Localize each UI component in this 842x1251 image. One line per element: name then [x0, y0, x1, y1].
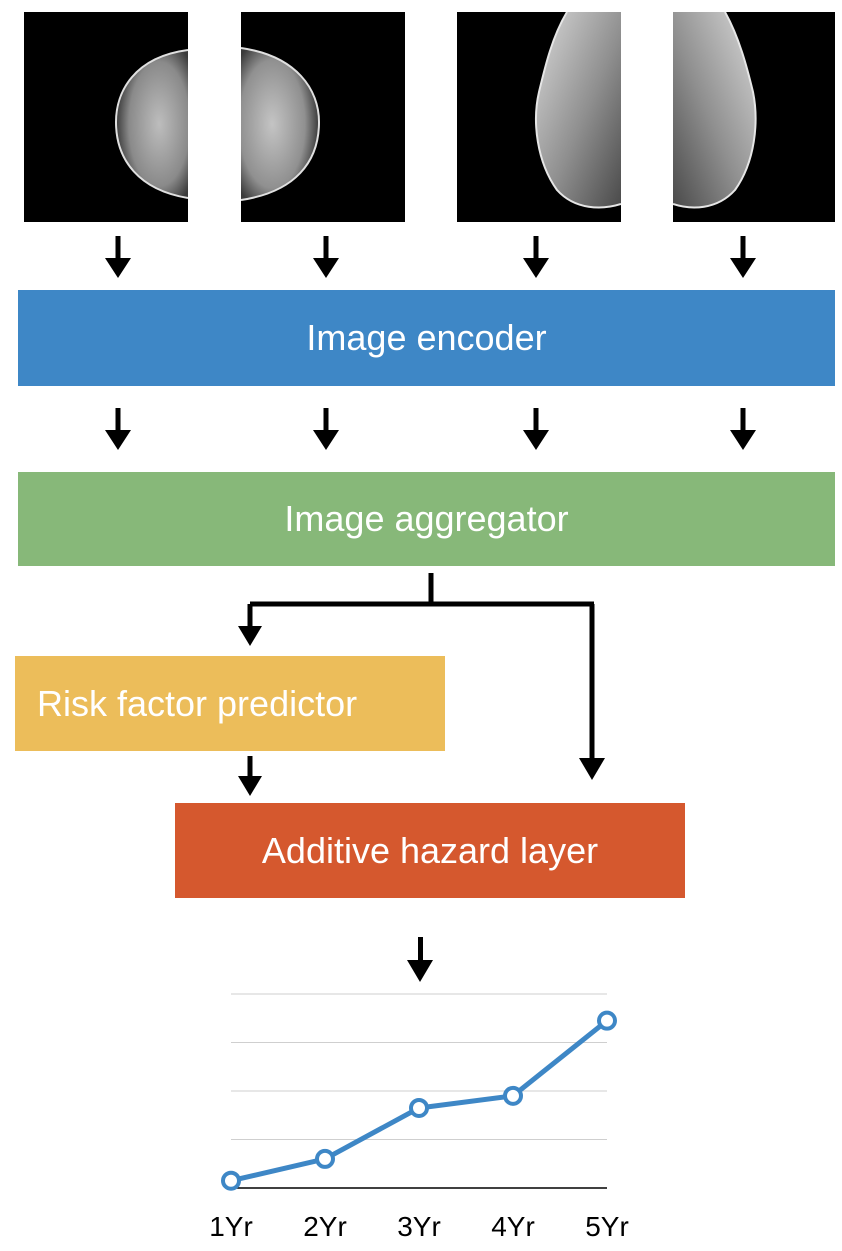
risk-factor-predictor-block: Risk factor predictor	[15, 656, 445, 751]
arrow-down-icon	[105, 236, 131, 278]
image-encoder-label: Image encoder	[306, 317, 547, 358]
arrow-down-icon	[313, 236, 339, 278]
arrow-down-icon	[238, 626, 262, 646]
arrow-down-icon	[730, 408, 756, 450]
arrow-down-icon	[523, 408, 549, 450]
x-tick-label: 4Yr	[491, 1211, 535, 1242]
x-tick-label: 2Yr	[303, 1211, 347, 1242]
arrow-down-icon	[730, 236, 756, 278]
data-point	[221, 1170, 241, 1191]
data-point	[409, 1097, 429, 1118]
additive-hazard-layer-label: Additive hazard layer	[261, 829, 599, 871]
arrow-down-icon	[105, 408, 131, 450]
mammogram-view-1	[24, 12, 188, 222]
connector-lines	[247, 573, 595, 760]
mammogram-view-4	[673, 12, 835, 222]
x-tick-label: 1Yr	[209, 1211, 253, 1242]
arrow-down-icon	[523, 236, 549, 278]
risk-chart: 1Yr 2Yr 3Yr 4Yr 5Yr	[209, 993, 629, 1242]
data-point	[597, 1010, 617, 1031]
mammogram-view-2	[241, 12, 405, 222]
x-tick-label: 3Yr	[397, 1211, 441, 1242]
x-tick-label: 5Yr	[585, 1211, 629, 1242]
additive-hazard-layer-block: Additive hazard layer	[175, 803, 685, 898]
risk-factor-predictor-label: Risk factor predictor	[37, 682, 358, 724]
image-aggregator-block: Image aggregator	[18, 472, 835, 566]
arrow-down-icon	[313, 408, 339, 450]
arrow-down-icon	[407, 937, 433, 982]
arrow-down-icon	[238, 756, 262, 796]
data-point	[503, 1085, 523, 1106]
image-encoder-block: Image encoder	[18, 290, 835, 386]
image-aggregator-label: Image aggregator	[284, 498, 569, 539]
arrow-down-icon	[579, 758, 605, 780]
mammogram-view-3	[457, 12, 621, 222]
data-point	[315, 1148, 335, 1169]
